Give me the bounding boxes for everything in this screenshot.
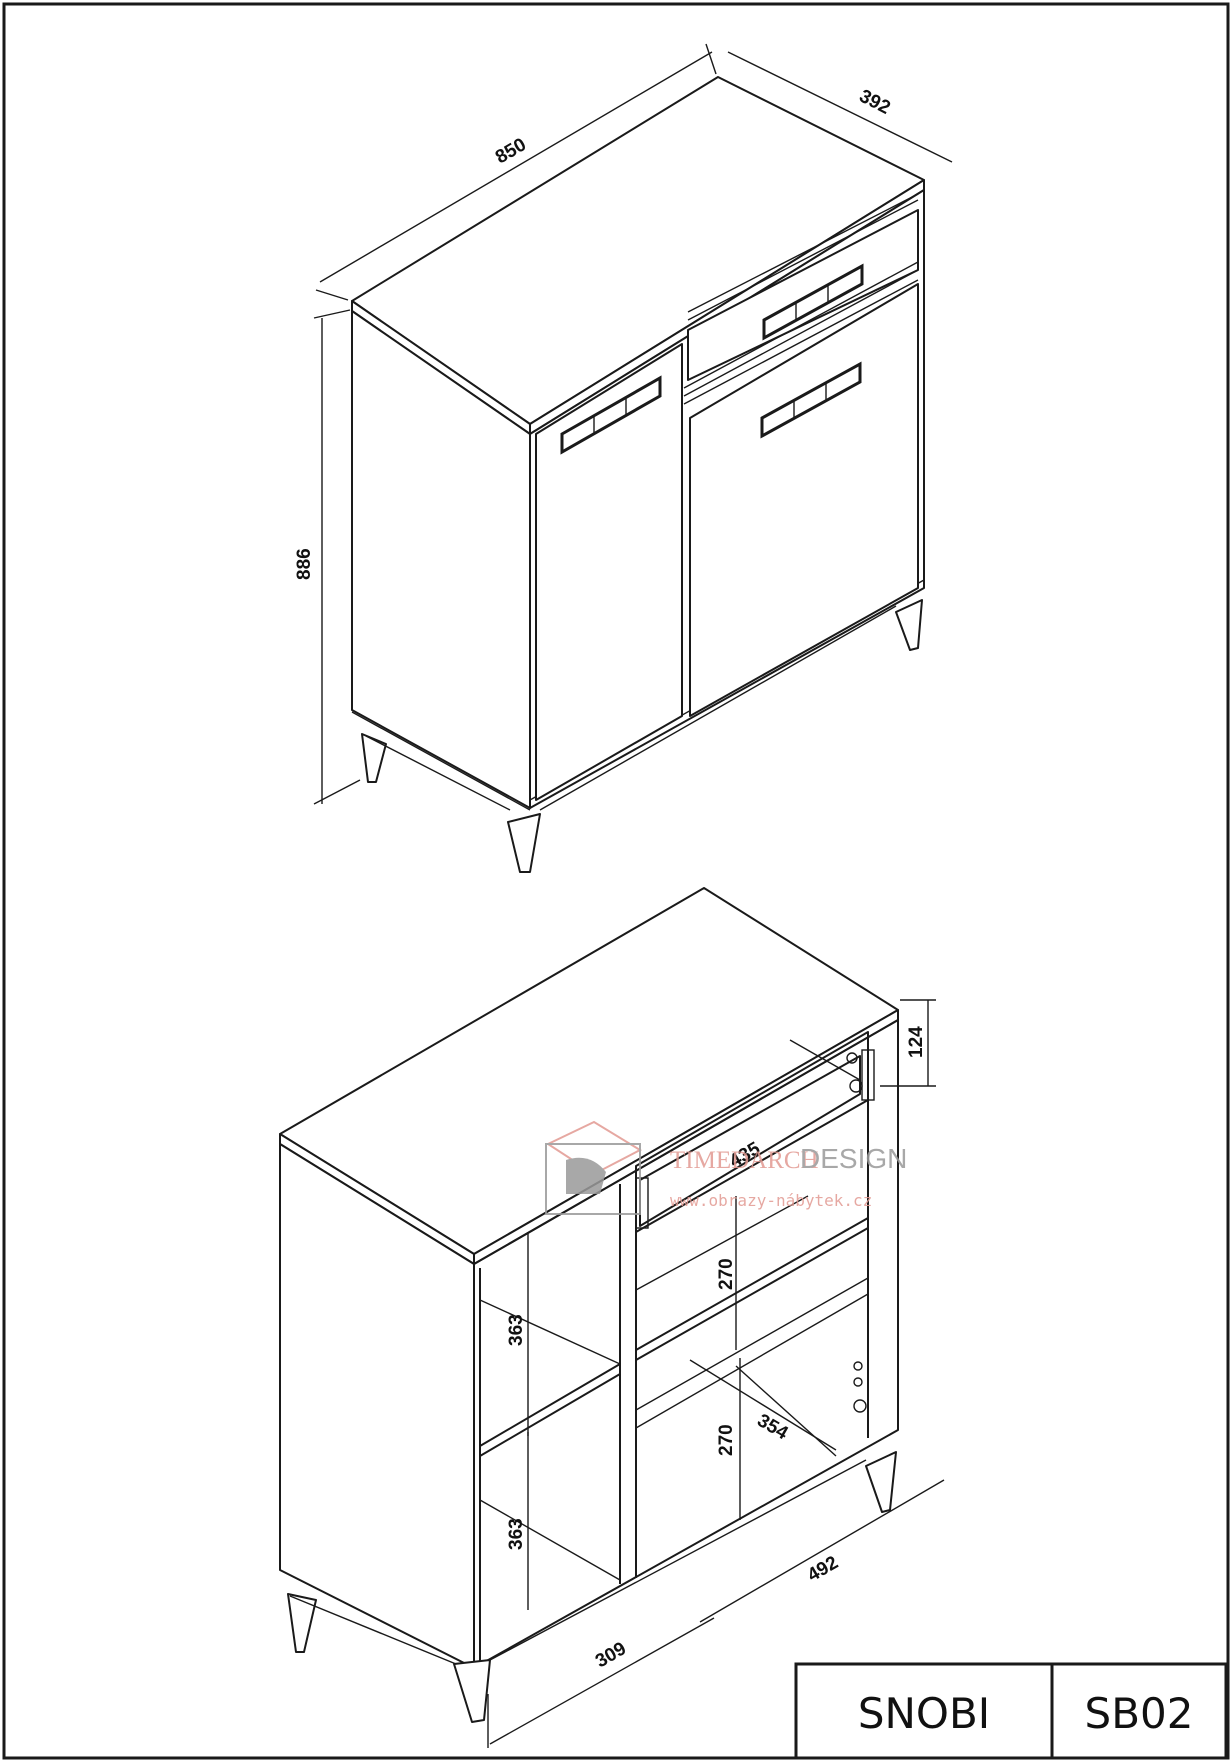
dimension-inner-width-left-label: 309 (592, 1638, 630, 1672)
handle-drawer (762, 263, 864, 341)
dimension-left-upper-label: 363 (506, 1314, 527, 1346)
handle-right-door (760, 361, 862, 439)
dimension-depth-label: 392 (856, 86, 894, 119)
dimension-shelf-depth: 354 (735, 1365, 837, 1457)
leg (361, 733, 387, 783)
dimension-right-upper: 270 (716, 1196, 737, 1350)
dimension-top-gap-label: 124 (906, 1026, 927, 1058)
title-block-code: SB02 (1085, 1689, 1194, 1738)
title-block: SNOBI SB02 (794, 1662, 1228, 1760)
dimension-width-label: 850 (492, 134, 530, 168)
dimension-right-lower: 270 (716, 1358, 741, 1520)
watermark: TIMEDARCH DESIGN www.obrazy-nábytek.cz (545, 1120, 907, 1215)
leg (507, 813, 541, 873)
shelf-pin-holes (846, 1052, 867, 1413)
dimension-left-upper: 363 (506, 1232, 529, 1436)
leg (865, 1451, 897, 1513)
dimension-height-label: 886 (294, 548, 315, 580)
cabinet-closed-view: 850 392 886 (294, 43, 953, 873)
watermark-brand-suffix: DESIGN (800, 1143, 907, 1174)
dimension-left-lower: 363 (506, 1432, 529, 1610)
right-door (689, 283, 919, 717)
left-shelf (479, 1363, 621, 1457)
dimension-inner-width-right: 492 (699, 1479, 945, 1623)
leg (287, 1593, 317, 1653)
leg (453, 1659, 491, 1723)
left-door (535, 343, 683, 801)
dimension-inner-width-left: 309 (487, 1617, 715, 1748)
cabinet-open-view: 124 435 270 270 354 363 363 309 (279, 887, 945, 1748)
handle-left-door (560, 375, 662, 455)
dimension-right-upper-label: 270 (716, 1258, 737, 1290)
watermark-url: www.obrazy-nábytek.cz (670, 1191, 872, 1210)
leg (895, 599, 923, 651)
dimension-top-gap: 124 (880, 999, 936, 1087)
watermark-brand: TIMEDARCH (670, 1147, 819, 1174)
watermark-logo-icon (545, 1120, 643, 1215)
dimension-shelf-depth-label: 354 (754, 1410, 792, 1444)
dimension-right-lower-label: 270 (716, 1424, 737, 1456)
title-block-name: SNOBI (858, 1689, 990, 1738)
dimension-left-lower-label: 363 (506, 1518, 527, 1550)
dimension-height: 886 (294, 309, 361, 805)
right-shelf-upper (635, 1217, 869, 1361)
